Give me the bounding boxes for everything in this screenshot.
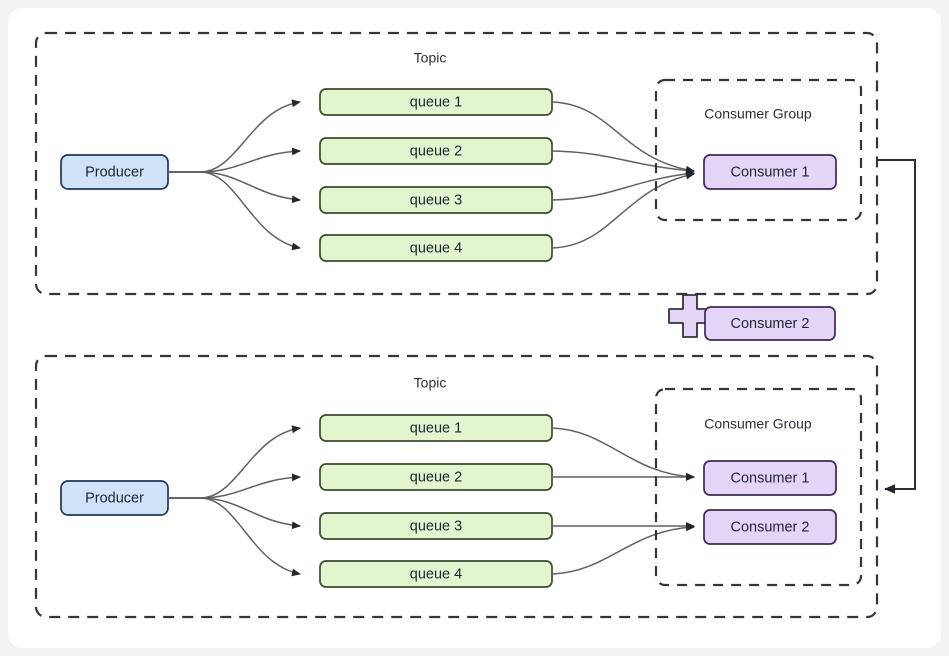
consumer-group-label-bottom: Consumer Group [704,416,812,432]
edge-queue3-consumer1-top [551,169,695,201]
edge-producer-queue3-top [168,171,301,204]
queue-node-bottom-4[interactable]: queue 4 [319,560,553,588]
consumer-group-top-border [654,78,863,222]
topic-label-top: Topic [414,50,447,66]
consumer-node-bottom-2[interactable]: Consumer 2 [703,509,837,545]
consumer-group-label-top: Consumer Group [704,106,812,122]
producer-node-bottom[interactable]: Producer [60,480,169,516]
consumer-node-bottom-1[interactable]: Consumer 1 [703,460,837,496]
added-consumer-node[interactable]: Consumer 2 [704,306,836,341]
queue-box-bottom-1[interactable] [319,414,553,442]
topic-container-bottom-border [34,354,879,619]
queue-to-consumer-edges-top [551,101,695,249]
queue-node-top-2[interactable]: queue 2 [319,137,553,165]
edge-producer-queue3-bottom [168,497,301,530]
queue-node-top-1[interactable]: queue 1 [319,88,553,116]
edge-queue2-consumer1-top [551,150,695,175]
queue-node-top-4[interactable]: queue 4 [319,234,553,262]
queue-box-top-3[interactable] [319,186,553,214]
queue-node-bottom-3[interactable]: queue 3 [319,512,553,540]
producer-to-queue-edges-top [168,99,301,251]
consumer-box-bottom-2[interactable] [703,509,837,545]
rebalance-connector [877,159,916,494]
rebalance-connector-path [877,159,916,494]
queue-box-bottom-4[interactable] [319,560,553,588]
queue-box-top-4[interactable] [319,234,553,262]
queue-node-bottom-2[interactable]: queue 2 [319,463,553,491]
queue-box-bottom-3[interactable] [319,512,553,540]
queue-to-consumer-edges-bottom [551,427,695,575]
consumer-node-top-1[interactable]: Consumer 1 [703,154,837,190]
edge-producer-queue1-bottom [168,425,301,499]
queue-box-top-1[interactable] [319,88,553,116]
producer-box-bottom[interactable] [60,480,169,516]
edge-producer-queue1-top [168,99,301,173]
edge-producer-queue4-bottom [168,497,301,577]
edge-queue1-consumer1-bottom [551,427,695,481]
consumer-group-top: Consumer Group [654,78,863,222]
topic-label-bottom: Topic [414,375,447,391]
topic-container-top-border [34,31,879,296]
producer-to-queue-edges-bottom [168,425,301,577]
consumer-group-bottom-border [654,387,863,587]
edge-queue4-consumer1-top [551,171,695,249]
queue-box-top-2[interactable] [319,137,553,165]
added-consumer-box[interactable] [704,306,836,341]
queue-box-bottom-2[interactable] [319,463,553,491]
producer-box-top[interactable] [60,154,169,190]
edge-producer-queue4-top [168,171,301,251]
queue-node-top-3[interactable]: queue 3 [319,186,553,214]
queue-node-bottom-1[interactable]: queue 1 [319,414,553,442]
producer-node-top[interactable]: Producer [60,154,169,190]
consumer-box-bottom-1[interactable] [703,460,837,496]
edge-queue1-consumer1-top [551,101,695,174]
consumer-box-top-1[interactable] [703,154,837,190]
edge-queue4-consumer2-bottom [551,523,695,575]
